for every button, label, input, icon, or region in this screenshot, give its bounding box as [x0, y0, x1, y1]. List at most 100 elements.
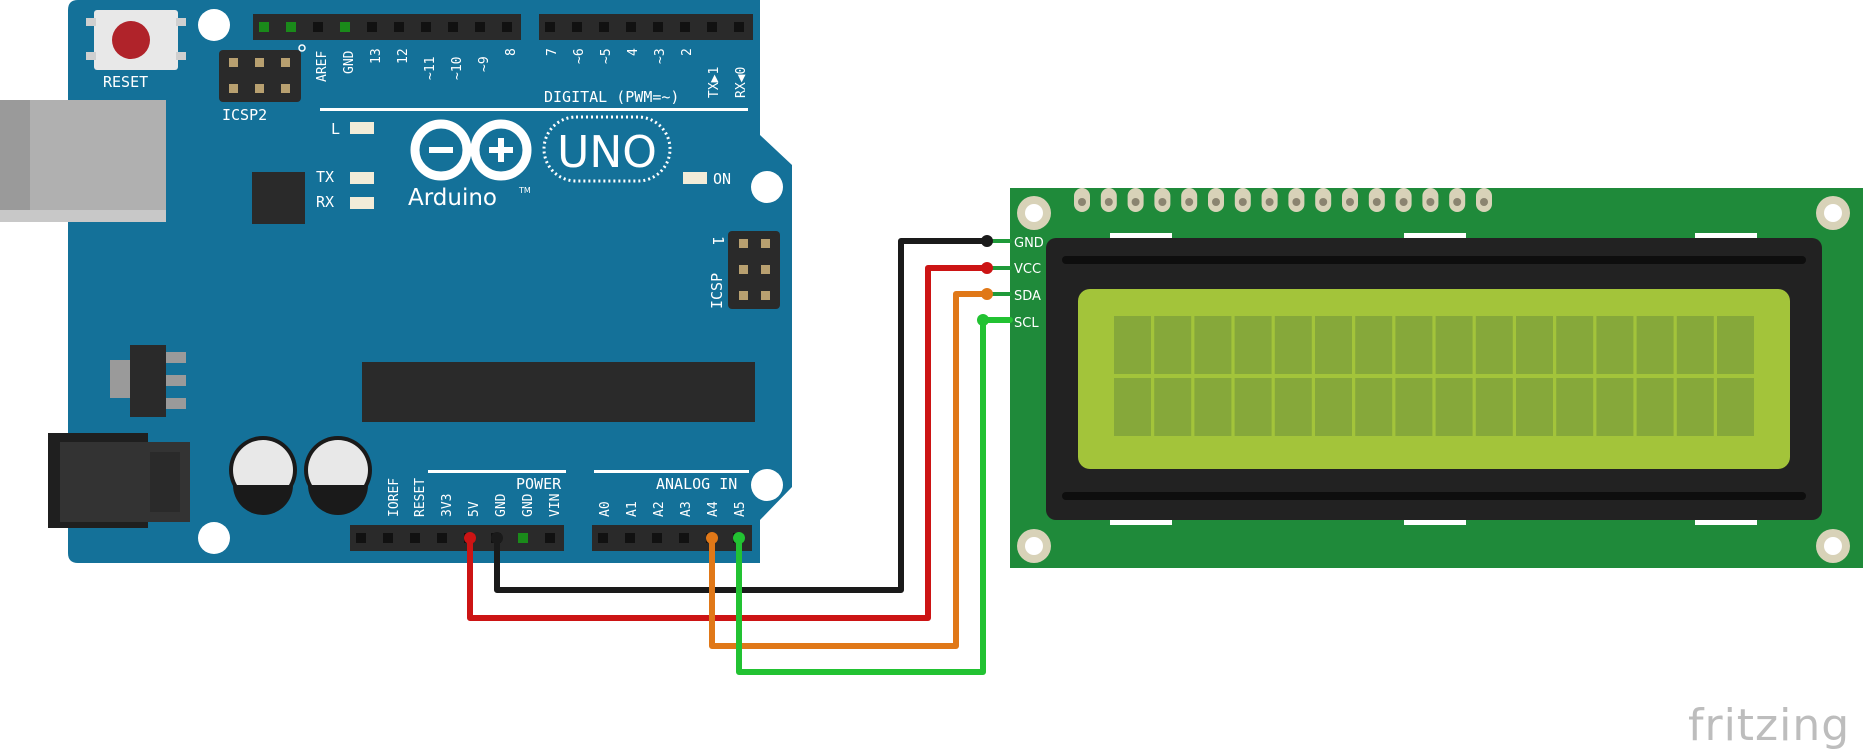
icsp-label: ICSP: [708, 273, 726, 309]
wire-endpoint: [733, 532, 745, 544]
lcd-character-cell: [1315, 378, 1352, 436]
mount-hole: [751, 469, 783, 501]
lcd-character-cell: [1194, 316, 1232, 374]
pin-label-3: ~3: [653, 48, 668, 64]
lcd-character-cell: [1194, 378, 1232, 436]
led-tx-label: TX: [316, 168, 334, 186]
board-pcb: [68, 0, 792, 563]
lcd-pin-hole: [1104, 198, 1113, 206]
power-header: [350, 525, 564, 551]
wire-endpoint: [706, 532, 718, 544]
lcd-character-cell: [1435, 316, 1473, 374]
led-l-label: L: [331, 120, 340, 138]
reset-label: RESET: [103, 73, 148, 91]
mount-hole: [198, 522, 230, 554]
pin-label-rx0: RX◀0: [734, 67, 749, 98]
icsp-header: [728, 231, 780, 309]
pin-label-a3: A3: [679, 501, 694, 517]
wire-endpoint: [977, 314, 989, 326]
icsp2-header: [219, 44, 306, 102]
mount-hole: [198, 9, 230, 41]
digital-header-right: [539, 14, 753, 40]
pin-label-5: ~5: [599, 48, 614, 64]
lcd-character-cell: [1596, 378, 1634, 436]
digital-header-bar: [320, 108, 748, 111]
lcd-pin-hole: [1292, 198, 1301, 206]
lcd-character-cell: [1114, 316, 1151, 374]
led-l: [350, 122, 374, 134]
lcd-pin-label-sda: SDA: [1014, 289, 1041, 304]
pin-label-13: 13: [369, 48, 384, 64]
digital-label: DIGITAL (PWM=~): [544, 88, 679, 106]
pin-label-6: ~6: [572, 48, 587, 64]
lcd-character-cells: [1114, 316, 1754, 436]
led-tx: [350, 172, 374, 184]
lcd-pin-label-gnd: GND: [1014, 236, 1044, 251]
pin-label-a5: A5: [733, 501, 748, 517]
lcd-module: GND VCC SDA SCL: [1010, 188, 1863, 568]
icsp-pin1-label: 1: [709, 236, 727, 245]
wire-5v-vcc[interactable]: [467, 265, 990, 621]
pin-label-gnd: GND: [342, 50, 357, 74]
wire-endpoint: [464, 532, 476, 544]
mount-hole: [751, 171, 783, 203]
lcd-character-cell: [1154, 316, 1192, 374]
uno-label: UNO: [557, 127, 657, 178]
lcd-character-cell: [1475, 316, 1513, 374]
pin-label-gnd-1: GND: [494, 493, 509, 517]
lcd-character-cell: [1355, 378, 1393, 436]
lcd-character-cell: [1315, 316, 1352, 374]
wire-a5-scl[interactable]: [736, 317, 1013, 675]
usb-chip: [252, 172, 305, 224]
lcd-character-cell: [1395, 316, 1433, 374]
lcd-pin-hole: [1399, 198, 1408, 206]
wire-gnd[interactable]: [494, 238, 990, 593]
lcd-pin-hole: [1158, 198, 1167, 206]
wire-endpoint: [981, 262, 993, 274]
pin-label-a2: A2: [652, 501, 667, 517]
lcd-character-cell: [1717, 316, 1754, 374]
analog-header: [592, 525, 752, 551]
arduino-tm-label: TM: [518, 186, 531, 195]
reset-button[interactable]: [86, 10, 186, 70]
lcd-pin-hole: [1078, 198, 1086, 206]
led-on-label: ON: [713, 170, 731, 188]
pin-label-reset: RESET: [413, 478, 428, 517]
uno-badge-outline: [542, 115, 672, 183]
icsp2-label: ICSP2: [222, 106, 267, 124]
lcd-pin-hole: [1238, 198, 1247, 206]
dc-power-jack: [48, 433, 190, 528]
lcd-character-cell: [1717, 378, 1754, 436]
lcd-character-cell: [1636, 378, 1674, 436]
led-rx-label: RX: [316, 193, 334, 211]
pin-label-ioref: IOREF: [387, 478, 402, 517]
capacitor: [229, 436, 297, 515]
lcd-pin-label-vcc: VCC: [1014, 262, 1041, 277]
power-header-bar: [428, 470, 566, 473]
pin-label-9: ~9: [477, 56, 492, 72]
lcd-character-cell: [1395, 378, 1433, 436]
pin-label-4: 4: [626, 48, 641, 56]
pin-label-11: ~11: [423, 57, 438, 80]
lcd-character-cell: [1274, 378, 1312, 436]
lcd-pin-hole: [1185, 198, 1194, 206]
pin-label-a1: A1: [625, 501, 640, 517]
lcd-character-cell: [1234, 316, 1272, 374]
digital-header-right-pins: [545, 22, 744, 32]
led-rx: [350, 197, 374, 209]
power-label: POWER: [516, 475, 562, 493]
arduino-logo: [410, 119, 532, 181]
lcd-character-cell: [1435, 378, 1473, 436]
lcd-pin-hole: [1212, 198, 1220, 206]
lcd-pin-hole: [1346, 198, 1354, 206]
pin-label-7: 7: [545, 48, 560, 56]
pin-label-vin: VIN: [548, 494, 563, 517]
lcd-character-cell: [1596, 316, 1634, 374]
wire-a4-sda[interactable]: [709, 291, 990, 649]
fritzing-watermark: fritzing: [1688, 700, 1850, 751]
lcd-pin-label-scl: SCL: [1014, 316, 1039, 331]
analog-header-bar: [594, 470, 749, 473]
lcd-pin-hole: [1453, 198, 1462, 206]
wire-endpoint: [491, 532, 503, 544]
